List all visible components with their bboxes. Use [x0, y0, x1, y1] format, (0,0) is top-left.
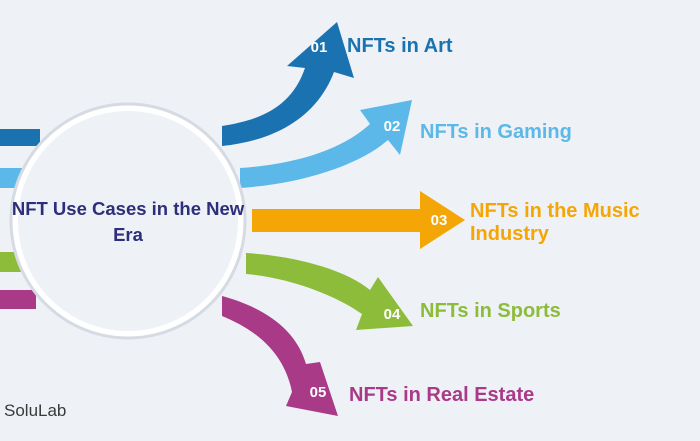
label-02: NFTs in Gaming [420, 121, 572, 143]
stub-blue [0, 129, 40, 146]
brand-logo-text: SoluLab [4, 401, 67, 420]
center-title: NFT Use Cases in the New Era [11, 198, 245, 245]
label-05: NFTs in Real Estate [349, 384, 535, 406]
number-04: 04 [383, 306, 401, 323]
arrow-04 [246, 253, 413, 330]
number-03: 03 [430, 212, 448, 229]
arrow-02 [240, 100, 412, 188]
center-circle-inner [18, 111, 238, 331]
arrow-03 [252, 191, 465, 249]
number-02: 02 [383, 118, 401, 135]
label-01: NFTs in Art [347, 35, 453, 57]
label-04: NFTs in Sports [420, 300, 561, 322]
stub-magenta [0, 290, 36, 309]
arrow-05 [222, 296, 338, 416]
number-01: 01 [310, 39, 328, 56]
number-05: 05 [309, 384, 327, 401]
arrow-01 [222, 22, 354, 146]
label-03: NFTs in the Music Industry [470, 200, 640, 245]
